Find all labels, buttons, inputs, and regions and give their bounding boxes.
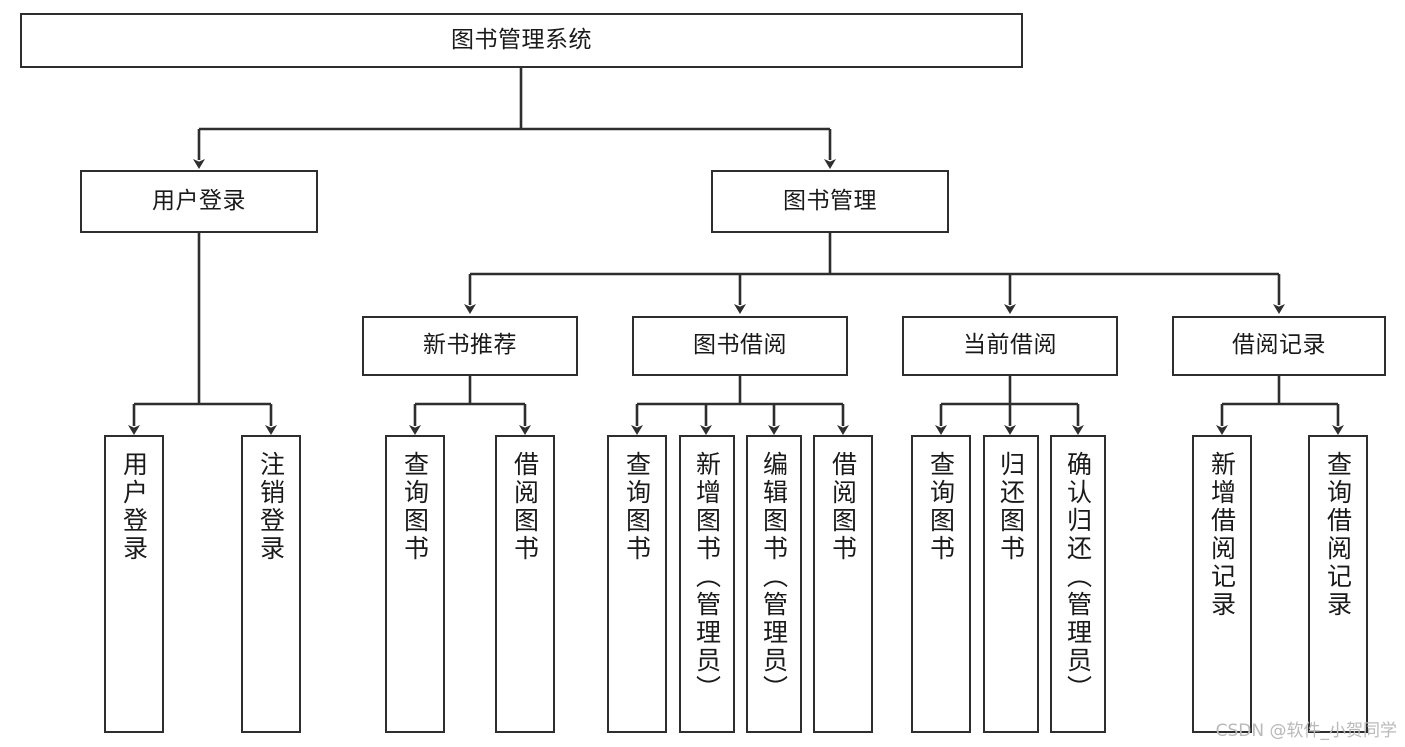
leaf-edit-book-admin[interactable]: 编辑图书（管理员）: [746, 435, 802, 733]
leaf-add-book-admin[interactable]: 新增图书（管理员）: [679, 435, 735, 733]
node-label: 确认归还（管理员）: [1063, 451, 1093, 703]
node-label: 注销登录: [256, 451, 286, 563]
node-label: 新书推荐: [423, 332, 517, 359]
leaf-query-book-borrow[interactable]: 查询图书: [607, 435, 667, 733]
node-label: 编辑图书（管理员）: [759, 451, 789, 703]
node-label: 归还图书: [996, 451, 1026, 563]
node-label: 新增图书（管理员）: [692, 451, 722, 703]
node-label: 借阅图书: [828, 451, 858, 563]
leaf-query-book-current[interactable]: 查询图书: [911, 435, 971, 733]
node-label: 查询图书: [926, 451, 956, 563]
node-label: 借阅记录: [1232, 332, 1326, 359]
node-label: 图书管理: [783, 187, 877, 214]
node-label: 查询图书: [622, 451, 652, 563]
node-borrow-record[interactable]: 借阅记录: [1172, 316, 1386, 376]
node-label: 图书管理系统: [451, 26, 592, 53]
node-label: 查询图书: [400, 451, 430, 563]
node-label: 用户登录: [152, 187, 246, 214]
node-label: 当前借阅: [963, 332, 1057, 359]
node-label: 用户登录: [119, 451, 149, 563]
leaf-return-book[interactable]: 归还图书: [983, 435, 1039, 733]
node-current-borrow[interactable]: 当前借阅: [902, 316, 1118, 376]
node-root-system[interactable]: 图书管理系统: [20, 13, 1023, 68]
leaf-query-book-recommend[interactable]: 查询图书: [385, 435, 445, 733]
node-label: 图书借阅: [693, 332, 787, 359]
leaf-add-borrow-record[interactable]: 新增借阅记录: [1192, 435, 1252, 733]
node-new-book-recommend[interactable]: 新书推荐: [362, 316, 578, 376]
node-label: 借阅图书: [510, 451, 540, 563]
leaf-user-logout[interactable]: 注销登录: [241, 435, 301, 733]
node-book-management[interactable]: 图书管理: [711, 170, 949, 233]
leaf-query-borrow-record[interactable]: 查询借阅记录: [1308, 435, 1368, 733]
leaf-borrow-book[interactable]: 借阅图书: [813, 435, 873, 733]
node-label: 新增借阅记录: [1207, 451, 1237, 619]
node-book-borrow[interactable]: 图书借阅: [632, 316, 848, 376]
leaf-user-login[interactable]: 用户登录: [104, 435, 164, 733]
leaf-confirm-return-admin[interactable]: 确认归还（管理员）: [1050, 435, 1106, 733]
leaf-borrow-book-recommend[interactable]: 借阅图书: [495, 435, 555, 733]
node-label: 查询借阅记录: [1323, 451, 1353, 619]
node-user-login[interactable]: 用户登录: [80, 170, 318, 233]
